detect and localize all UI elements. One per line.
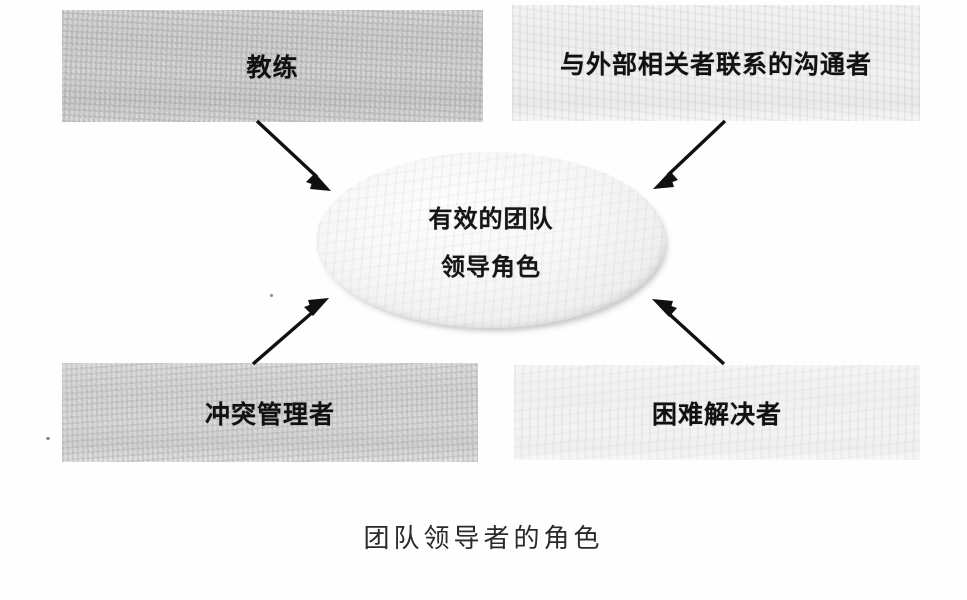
role-label-conflict-manager: 冲突管理者 [204, 401, 335, 429]
role-label-communicator: 与外部相关者联系的沟通者 [559, 52, 872, 79]
scan-speck [46, 437, 50, 440]
role-label-coach: 教练 [246, 55, 299, 82]
center-ellipse-group: 有效的团队 领导角色 [316, 152, 672, 334]
center-label-line1: 有效的团队 [428, 206, 554, 233]
center-ellipse-shape [316, 152, 666, 328]
role-box-problem-solver: 困难解决者 [514, 365, 920, 460]
role-label-problem-solver: 困难解决者 [651, 401, 782, 429]
figure-caption: 团队领导者的角色 [363, 524, 604, 553]
role-box-communicator: 与外部相关者联系的沟通者 [512, 5, 920, 121]
center-label-line2: 领导角色 [441, 254, 541, 281]
role-box-conflict-manager: 冲突管理者 [62, 363, 478, 462]
role-box-coach: 教练 [62, 10, 483, 122]
scan-speck [270, 294, 273, 297]
center-ellipse-text: 有效的团队 领导角色 [316, 152, 666, 328]
